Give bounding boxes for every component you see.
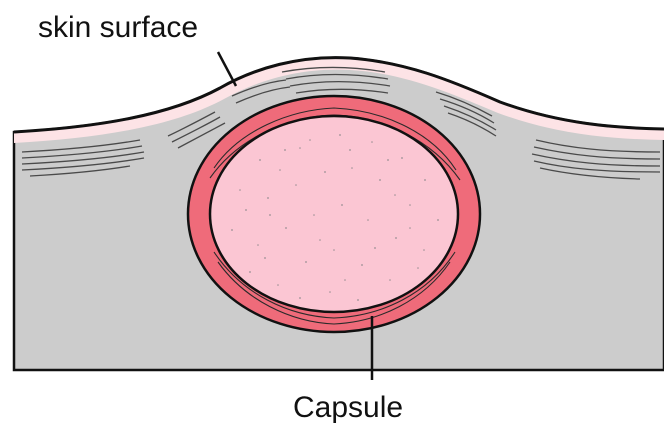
capsule-label: Capsule [293,391,403,424]
skin-surface-leader [218,52,236,86]
cyst-interior [210,116,458,312]
skin-surface-label: skin surface [38,11,198,44]
